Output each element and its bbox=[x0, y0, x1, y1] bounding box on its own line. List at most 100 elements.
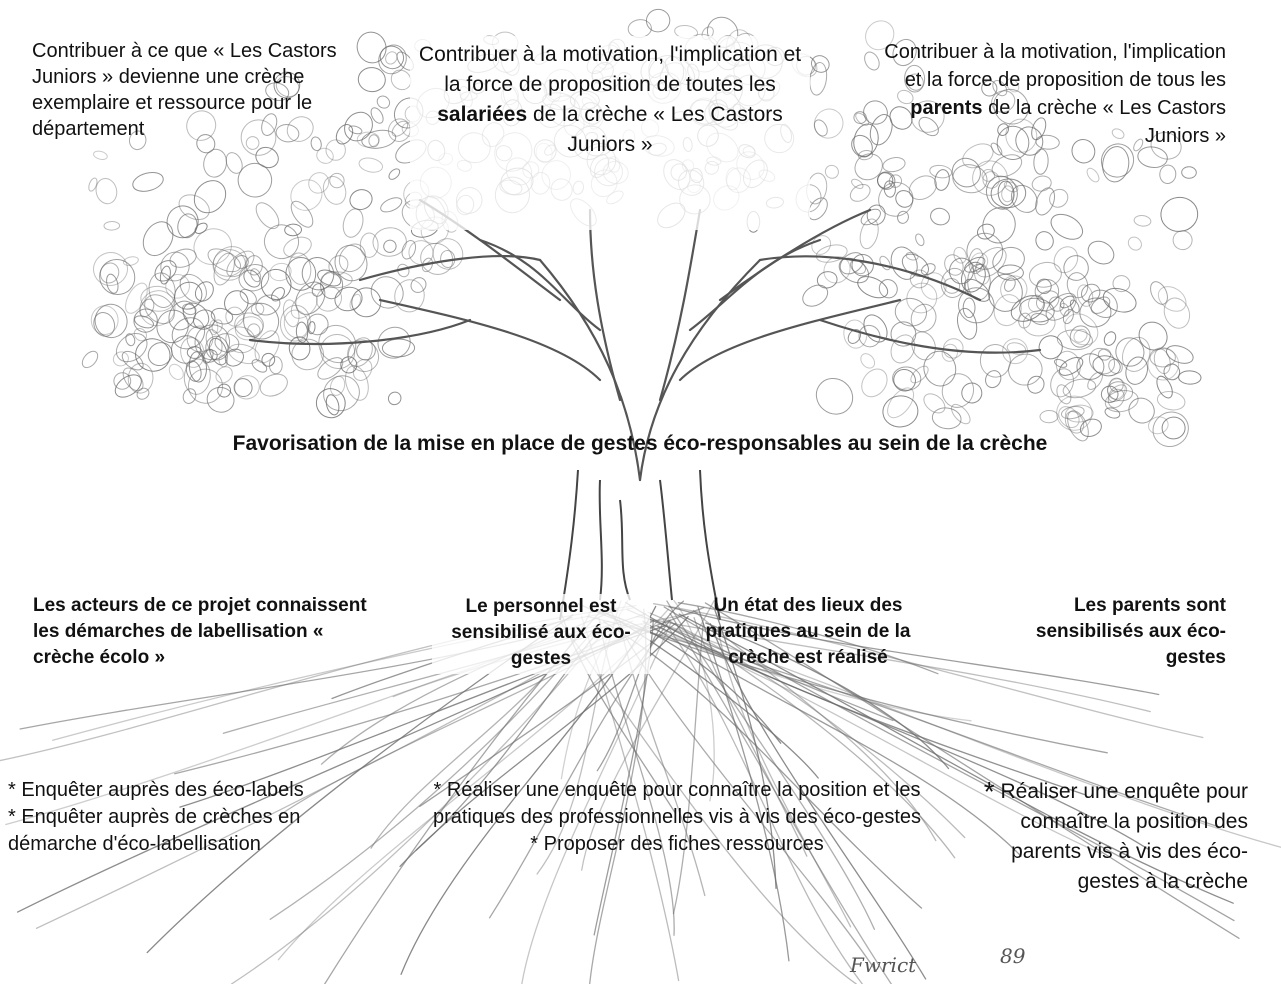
foliage-scribble bbox=[941, 343, 958, 362]
foliage-scribble bbox=[802, 284, 829, 307]
foliage-scribble bbox=[421, 257, 434, 273]
foliage-scribble bbox=[892, 366, 922, 391]
foliage-scribble bbox=[860, 353, 876, 369]
foliage-scribble bbox=[225, 152, 243, 174]
foliage-scribble bbox=[245, 255, 263, 276]
foliage-scribble bbox=[809, 62, 828, 96]
foliage-scribble bbox=[1022, 310, 1056, 337]
foliage-scribble bbox=[234, 254, 249, 269]
foliage-scribble bbox=[81, 350, 99, 369]
foliage-scribble bbox=[1035, 290, 1060, 312]
foliage-scribble bbox=[352, 358, 373, 381]
foliage-scribble bbox=[1062, 308, 1074, 325]
foliage-scribble bbox=[816, 271, 838, 289]
foliage-scribble bbox=[316, 147, 334, 164]
foliage-scribble bbox=[993, 294, 1022, 327]
foliage-scribble bbox=[810, 55, 830, 73]
foliage-scribble bbox=[174, 281, 203, 310]
foliage-scribble bbox=[93, 252, 128, 286]
foliage-scribble bbox=[1003, 181, 1019, 193]
foliage-scribble bbox=[1067, 410, 1089, 442]
foliage-scribble bbox=[991, 90, 1016, 113]
foliage-scribble bbox=[863, 314, 888, 343]
foliage-scribble bbox=[1108, 384, 1128, 403]
foliage-scribble bbox=[813, 119, 828, 137]
foliage-scribble bbox=[894, 297, 928, 327]
foliage-scribble bbox=[342, 208, 364, 238]
foliage-scribble bbox=[334, 244, 368, 282]
action-survey-professionals: * Réaliser une enquête pour connaître la… bbox=[432, 779, 922, 828]
canopy-goal-right: Contribuer à la motivation, l'implicatio… bbox=[870, 38, 1226, 150]
foliage-scribble bbox=[1156, 375, 1173, 399]
foliage-scribble bbox=[358, 157, 384, 173]
foliage-scribble bbox=[1163, 297, 1191, 329]
foliage-scribble bbox=[923, 393, 946, 414]
foliage-scribble bbox=[982, 207, 1016, 244]
foliage-scribble bbox=[1100, 385, 1119, 403]
foliage-scribble bbox=[1053, 358, 1068, 368]
foliage-scribble bbox=[171, 335, 201, 364]
foliage-scribble bbox=[122, 367, 144, 392]
foliage-scribble bbox=[159, 265, 171, 285]
foliage-scribble bbox=[863, 100, 888, 125]
root-objective-inventory: Un état des lieux des pratiques au sein … bbox=[700, 593, 916, 671]
foliage-scribble bbox=[940, 267, 967, 298]
foliage-scribble bbox=[214, 333, 240, 353]
foliage-scribble bbox=[186, 110, 217, 141]
foliage-scribble bbox=[1081, 283, 1101, 303]
foliage-scribble bbox=[906, 282, 938, 314]
foliage-scribble bbox=[1073, 328, 1088, 343]
foliage-scribble bbox=[1035, 134, 1060, 150]
foliage-scribble bbox=[317, 269, 342, 287]
foliage-scribble bbox=[243, 269, 261, 288]
foliage-scribble bbox=[122, 256, 139, 266]
tree-branches bbox=[248, 198, 1042, 482]
foliage-scribble bbox=[1008, 353, 1043, 386]
root-stroke bbox=[586, 615, 1221, 828]
main-objective-text: Favorisation de la mise en place de gest… bbox=[232, 432, 1048, 455]
foliage-scribble bbox=[1005, 118, 1038, 153]
foliage-scribble bbox=[1055, 350, 1081, 381]
foliage-scribble bbox=[1015, 126, 1044, 156]
root-stroke bbox=[662, 619, 863, 984]
foliage-scribble bbox=[208, 337, 228, 366]
foliage-scribble bbox=[228, 343, 260, 365]
foliage-scribble bbox=[878, 279, 898, 299]
foliage-scribble bbox=[99, 258, 136, 296]
foliage-scribble bbox=[115, 333, 148, 363]
foliage-scribble bbox=[909, 269, 929, 289]
foliage-scribble bbox=[361, 129, 397, 149]
foliage-scribble bbox=[908, 175, 937, 201]
foliage-scribble bbox=[1138, 321, 1168, 351]
foliage-scribble bbox=[148, 272, 176, 308]
foliage-scribble bbox=[271, 287, 285, 302]
foliage-scribble bbox=[345, 365, 369, 401]
foliage-scribble bbox=[359, 232, 379, 258]
foliage-scribble bbox=[255, 202, 280, 230]
canopy-goal-right-bold: parents bbox=[910, 97, 983, 119]
foliage-scribble bbox=[1161, 416, 1186, 440]
foliage-scribble bbox=[879, 255, 891, 271]
foliage-scribble bbox=[251, 359, 268, 373]
foliage-scribble bbox=[897, 210, 909, 224]
foliage-scribble bbox=[915, 233, 925, 247]
foliage-scribble bbox=[824, 164, 839, 179]
root-stroke bbox=[663, 606, 1235, 922]
foliage-scribble bbox=[144, 294, 175, 325]
foliage-scribble bbox=[1056, 395, 1093, 431]
action-survey-ecolabels: * Enquêter auprès des éco-labels bbox=[8, 779, 304, 801]
main-objective: Favorisation de la mise en place de gest… bbox=[80, 431, 1200, 457]
foliage-scribble bbox=[315, 286, 343, 312]
foliage-scribble bbox=[283, 236, 312, 258]
tree-trunk bbox=[559, 469, 721, 621]
foliage-scribble bbox=[356, 31, 387, 64]
foliage-scribble bbox=[1031, 175, 1052, 192]
foliage-scribble bbox=[136, 387, 150, 400]
foliage-scribble bbox=[1098, 348, 1112, 361]
root-objective-staff-text: Le personnel est sensibilisé aux éco-ges… bbox=[451, 596, 631, 669]
foliage-scribble bbox=[1086, 167, 1100, 183]
foliage-scribble bbox=[225, 326, 256, 354]
foliage-scribble bbox=[279, 304, 311, 342]
root-objective-parents: Les parents sont sensibilisés aux éco-ge… bbox=[1000, 593, 1226, 671]
foliage-scribble bbox=[283, 309, 309, 339]
